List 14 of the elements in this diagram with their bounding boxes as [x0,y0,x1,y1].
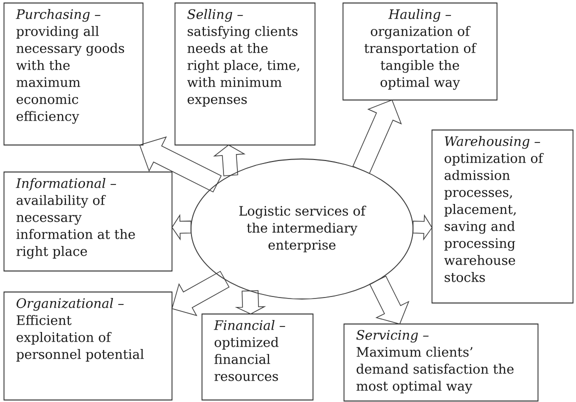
block-arrow [412,214,432,241]
block-arrow [139,136,222,192]
text-box: Servicing – Maximum clients’ demand satisfaction the most optimal way [344,324,538,402]
block-arrow [172,214,192,240]
block-arrow [234,290,266,314]
block-arrow [369,276,410,324]
text-box: Financial – optimized financial resources [202,314,314,400]
text-box: Informational – availability of necessary information at the right place [4,172,172,272]
text-box: Hauling – organization of transportation of tangible the optimal way [342,2,498,100]
text-box: Organizational – Efficient exploitation of personnel potential [4,292,172,400]
text-box: Selling – satisfying clients needs at the right place, time, with minimum expenses [174,2,316,146]
text-box: Purchasing – providing all necessary goods with the maximum economic efficiency [4,2,144,146]
text-box: Warehousing – optimization of admission processes, placement, saving and processing warehouse stocks [432,130,574,304]
block-arrow [213,144,246,176]
